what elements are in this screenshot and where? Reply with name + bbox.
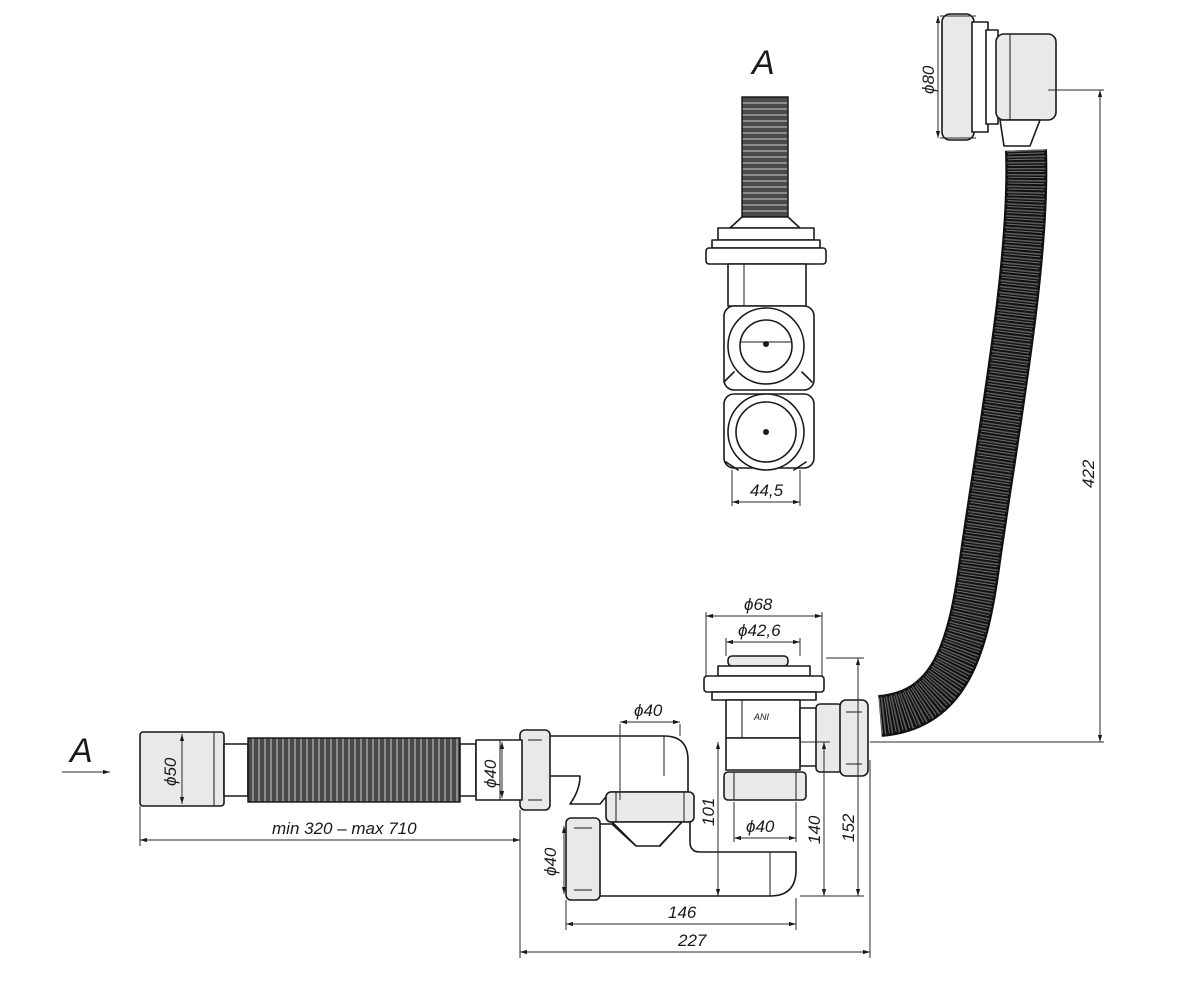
dim-label-d40-low: ϕ40 [541, 847, 560, 876]
dimension-d80 [935, 15, 976, 139]
dim-label-d40-left: ϕ40 [481, 759, 500, 788]
dim-label-422: 422 [1079, 459, 1098, 488]
dimension-152 [800, 657, 864, 897]
dimension-length-range [139, 806, 521, 846]
dim-label-d68: ϕ68 [744, 595, 773, 614]
dim-label-146: 146 [668, 903, 697, 922]
dimension-d40-top [619, 719, 681, 800]
dim-label-d80: ϕ80 [919, 65, 938, 94]
dimension-146 [565, 898, 797, 930]
dim-label-101: 101 [699, 798, 718, 826]
dim-label-140: 140 [805, 815, 824, 844]
dimension-d40-mid [733, 802, 797, 842]
left-flex-pipe [139, 731, 523, 807]
view-a-label: A [750, 44, 775, 82]
dimension-227 [519, 760, 871, 958]
view-a-marker-label: A [68, 732, 93, 770]
dimension-d42-6 [725, 638, 801, 656]
dim-label-227: 227 [677, 931, 707, 950]
svg-text:ANI: ANI [753, 712, 770, 722]
dim-label-d40-mid: ϕ40 [746, 817, 775, 836]
dim-label-d50: ϕ50 [161, 757, 180, 786]
corrugated-pipe-vertical [741, 96, 789, 218]
dimension-422 [870, 89, 1104, 743]
siphon-trap [519, 729, 797, 901]
dimension-d68 [705, 612, 823, 676]
dim-label-d40-top: ϕ40 [634, 701, 663, 720]
overflow-head [941, 13, 1057, 147]
dim-label-152: 152 [839, 813, 858, 842]
dimension-44-5 [731, 470, 801, 506]
dim-label-range: min 320 – max 710 [272, 819, 417, 838]
drain-valve: ANI [703, 655, 869, 801]
view-a-detail [705, 96, 827, 471]
dim-label-d42-6: ϕ42,6 [738, 621, 781, 640]
dim-label-44-5: 44,5 [750, 481, 784, 500]
